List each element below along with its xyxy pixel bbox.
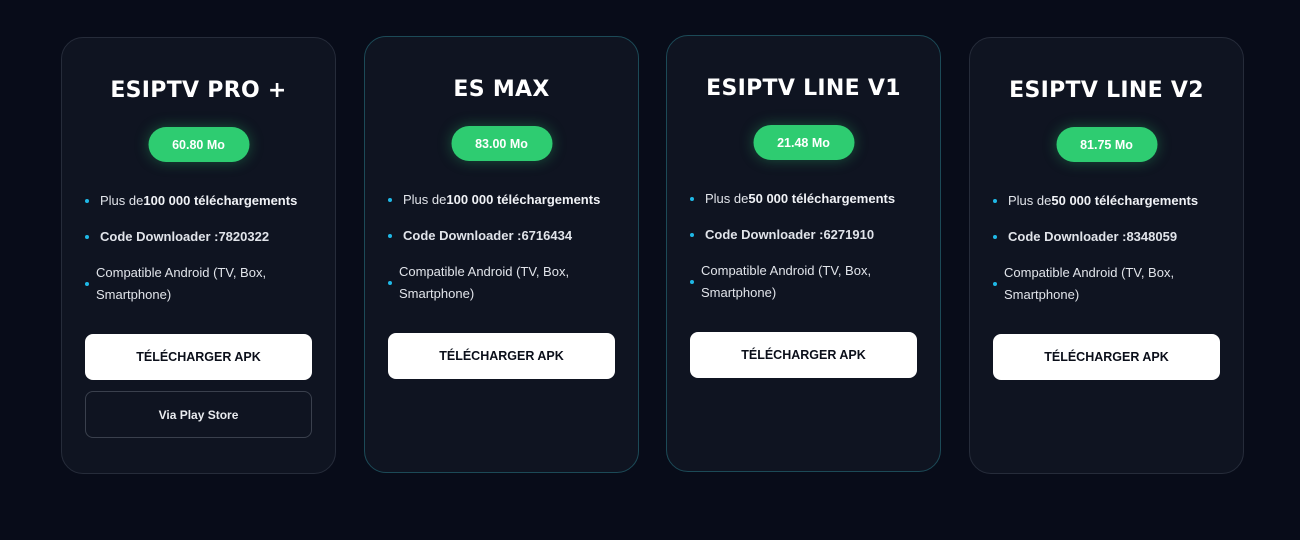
app-card-esiptv-line-v2: ESIPTV LINE V2 81.75 Mo Plus de50 000 té…: [969, 37, 1244, 474]
card-title: ESIPTV LINE V1: [706, 76, 901, 101]
downloads-value: 50 000 téléchargements: [1051, 193, 1199, 208]
size-badge: 81.75 Mo: [1056, 127, 1157, 162]
feature-list: Plus de100 000 téléchargements Code Down…: [388, 189, 620, 319]
bullet-icon: [85, 282, 89, 286]
feature-downloads: Plus de50 000 téléchargements: [690, 188, 922, 210]
size-badge: 21.48 Mo: [753, 125, 854, 160]
bullet-icon: [690, 197, 694, 201]
size-badge: 83.00 Mo: [451, 126, 552, 161]
feature-downloads: Plus de50 000 téléchargements: [993, 190, 1225, 212]
feature-code: Code Downloader :8348059: [993, 226, 1225, 248]
downloads-prefix: Plus de: [705, 191, 749, 206]
downloader-code: Code Downloader :6271910: [705, 227, 875, 242]
feature-compat: Compatible Android (TV, Box, Smartphone): [690, 260, 922, 304]
feature-code: Code Downloader :7820322: [85, 226, 317, 248]
feature-downloads: Plus de100 000 téléchargements: [388, 189, 620, 211]
card-title: ESIPTV PRO +: [110, 78, 287, 103]
compat-text: Compatible Android (TV, Box, Smartphone): [399, 264, 570, 301]
download-apk-button[interactable]: TÉLÉCHARGER APK: [993, 334, 1220, 380]
download-apk-button[interactable]: TÉLÉCHARGER APK: [388, 333, 615, 379]
bullet-icon: [388, 198, 392, 202]
bullet-icon: [993, 282, 997, 286]
feature-list: Plus de50 000 téléchargements Code Downl…: [993, 190, 1225, 320]
compat-text: Compatible Android (TV, Box, Smartphone): [1004, 265, 1175, 302]
downloader-code: Code Downloader :8348059: [1008, 229, 1178, 244]
play-store-button[interactable]: Via Play Store: [85, 391, 312, 438]
bullet-icon: [388, 281, 392, 285]
bullet-icon: [993, 199, 997, 203]
feature-list: Plus de100 000 téléchargements Code Down…: [85, 190, 317, 320]
downloads-value: 50 000 téléchargements: [748, 191, 896, 206]
bullet-icon: [993, 235, 997, 239]
downloads-value: 100 000 téléchargements: [446, 192, 601, 207]
feature-compat: Compatible Android (TV, Box, Smartphone): [993, 262, 1225, 306]
downloader-code: Code Downloader :7820322: [100, 229, 270, 244]
compat-text: Compatible Android (TV, Box, Smartphone): [701, 263, 872, 300]
feature-list: Plus de50 000 téléchargements Code Downl…: [690, 188, 922, 318]
card-title: ES MAX: [453, 77, 550, 102]
size-badge: 60.80 Mo: [148, 127, 249, 162]
feature-compat: Compatible Android (TV, Box, Smartphone): [388, 261, 620, 305]
feature-compat: Compatible Android (TV, Box, Smartphone): [85, 262, 317, 306]
feature-code: Code Downloader :6271910: [690, 224, 922, 246]
app-card-esiptv-line-v1: ESIPTV LINE V1 21.48 Mo Plus de50 000 té…: [666, 35, 941, 472]
bullet-icon: [85, 199, 89, 203]
app-card-esiptv-pro-plus: ESIPTV PRO + 60.80 Mo Plus de100 000 tél…: [61, 37, 336, 474]
bullet-icon: [388, 234, 392, 238]
downloads-prefix: Plus de: [1008, 193, 1052, 208]
download-apk-button[interactable]: TÉLÉCHARGER APK: [690, 332, 917, 378]
app-card-es-max: ES MAX 83.00 Mo Plus de100 000 télécharg…: [364, 36, 639, 473]
downloads-value: 100 000 téléchargements: [143, 193, 298, 208]
compat-text: Compatible Android (TV, Box, Smartphone): [96, 265, 267, 302]
bullet-icon: [85, 235, 89, 239]
card-title: ESIPTV LINE V2: [1009, 78, 1204, 103]
bullet-icon: [690, 233, 694, 237]
feature-downloads: Plus de100 000 téléchargements: [85, 190, 317, 212]
download-apk-button[interactable]: TÉLÉCHARGER APK: [85, 334, 312, 380]
downloads-prefix: Plus de: [403, 192, 447, 207]
feature-code: Code Downloader :6716434: [388, 225, 620, 247]
bullet-icon: [690, 280, 694, 284]
downloader-code: Code Downloader :6716434: [403, 228, 573, 243]
downloads-prefix: Plus de: [100, 193, 144, 208]
